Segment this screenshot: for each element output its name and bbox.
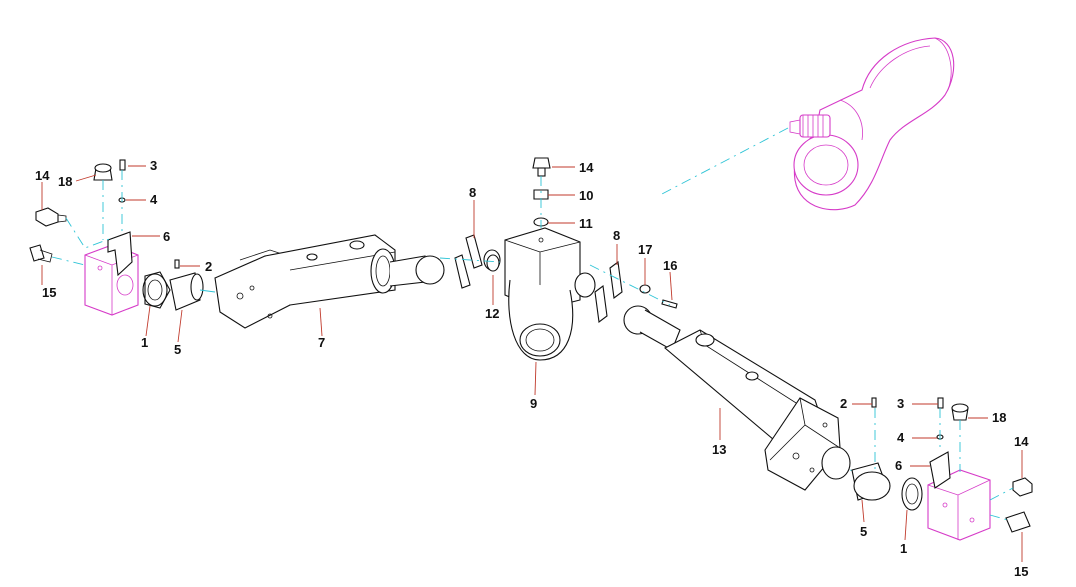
callout-17: 17	[638, 242, 652, 257]
cylinder-7	[214, 234, 445, 329]
callout-18-right: 18	[992, 410, 1006, 425]
axis-left-to-cyl	[199, 289, 216, 293]
callout-14-left: 14	[35, 168, 50, 183]
callout-4-right: 4	[897, 430, 905, 445]
center-small-parts	[454, 157, 678, 324]
center-block-9	[483, 227, 596, 361]
leader-lines	[41, 165, 1023, 562]
cylinder-13	[623, 305, 851, 491]
callout-1-left: 1	[141, 335, 148, 350]
callout-14-center: 14	[579, 160, 594, 175]
axis-left-main	[51, 217, 113, 266]
callout-12: 12	[485, 306, 499, 321]
callout-2-right: 2	[840, 396, 847, 411]
axis-right-vert	[874, 408, 961, 472]
callout-8-left: 8	[469, 185, 476, 200]
callout-labels: 14 18 3 4 6 2 15 1 5 7 8 14 10 11 12 9 8…	[35, 158, 1029, 579]
callout-10: 10	[579, 188, 593, 203]
callout-8-right: 8	[613, 228, 620, 243]
callout-18-left: 18	[58, 174, 72, 189]
axis-housing	[659, 127, 789, 196]
callout-6-left: 6	[163, 229, 170, 244]
callout-14-right: 14	[1014, 434, 1029, 449]
callout-11: 11	[579, 216, 593, 231]
callout-3-right: 3	[897, 396, 904, 411]
callout-3-left: 3	[150, 158, 157, 173]
callout-1-right: 1	[900, 541, 907, 556]
callout-15-left: 15	[42, 285, 56, 300]
left-fitting-group	[29, 159, 204, 316]
callout-9: 9	[530, 396, 537, 411]
callout-6-right: 6	[895, 458, 902, 473]
callout-16: 16	[663, 258, 677, 273]
axis-right-horiz	[989, 487, 1014, 521]
callout-5-right: 5	[860, 524, 867, 539]
callout-5-left: 5	[174, 342, 181, 357]
callout-15-right: 15	[1014, 564, 1028, 579]
right-fitting-group	[851, 397, 1033, 541]
housing-pink	[789, 37, 955, 211]
callout-2-left: 2	[205, 259, 212, 274]
axis-left-vert	[102, 170, 123, 240]
callout-7: 7	[318, 335, 325, 350]
callout-13: 13	[712, 442, 726, 457]
axis-center-horiz	[439, 257, 671, 306]
callout-4-left: 4	[150, 192, 158, 207]
